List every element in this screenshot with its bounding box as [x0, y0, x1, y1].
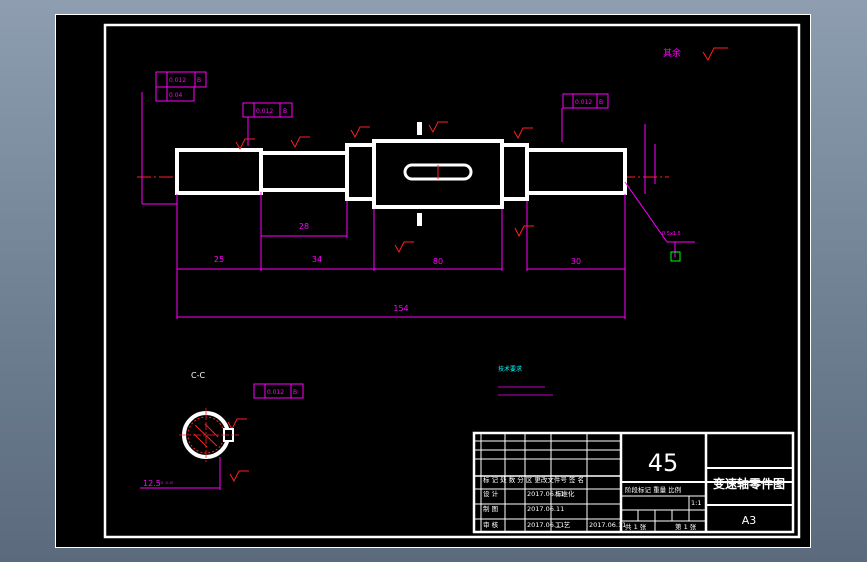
material-value: 45 — [648, 449, 679, 477]
dim-25: 25 — [214, 255, 224, 264]
shaft-body — [175, 139, 627, 209]
section-mark-bottom — [417, 213, 422, 226]
tol-12-5: 0 -0.10 — [161, 481, 173, 485]
tol-3-value: 0.012 — [256, 108, 273, 115]
drawing-canvas: 25 28 34 80 30 154 12.5 0 -0.10 0.5x1.5 … — [55, 14, 811, 548]
outer-border — [55, 14, 811, 548]
tol-3-datum: B — [283, 108, 287, 115]
shaft-step-2 — [259, 151, 349, 192]
shaft-step-3 — [345, 143, 376, 201]
tb-row-header: 标 记 处 数 分 区 更改文件号 签 名 — [483, 475, 584, 484]
tb-sheet-no: 第 1 张 — [675, 522, 697, 531]
tol-5-value: 0.012 — [267, 389, 284, 396]
datum-box — [670, 251, 681, 262]
tb-stage-labels: 阶段标记 重量 比例 — [625, 485, 681, 494]
dim-34: 34 — [312, 255, 322, 264]
dim-80: 80 — [433, 257, 443, 266]
tb-check-date: 2017.06.11 — [527, 521, 564, 529]
tb-check-label: 审 核 — [483, 520, 499, 529]
tb-design-label: 设 计 — [483, 489, 499, 498]
tol-2-value: 0.04 — [169, 92, 183, 99]
dimension-lines — [141, 92, 695, 319]
tb-sheet-count: 共 1 张 — [625, 522, 647, 531]
tol-1-value: 0.012 — [169, 77, 186, 84]
tb-drawing-label: 制 图 — [483, 504, 498, 513]
section-view — [140, 408, 239, 490]
tb-approve-date: 2017.06.11 — [589, 521, 626, 529]
part-name: 变速轴零件图 — [713, 476, 785, 491]
tb-approve-label: 工 艺 — [555, 521, 571, 529]
dim-12-5: 12.5 — [143, 479, 161, 488]
tol-4-value: 0.012 — [575, 99, 592, 106]
tol-4-datum: B — [599, 99, 603, 106]
dim-30: 30 — [571, 257, 581, 266]
dim-154: 154 — [393, 304, 408, 313]
shaft-step-1 — [175, 148, 263, 195]
tb-design-std: 标准化 — [555, 489, 575, 498]
chamfer-note: 0.5x1.5 — [662, 231, 681, 237]
section-label: C-C — [191, 371, 205, 380]
roughness-note: 其余 — [663, 47, 681, 59]
tol-5-datum: B — [293, 389, 297, 396]
roughness-symbols — [227, 47, 728, 483]
shaft-step-5 — [500, 143, 529, 201]
tolerance-frames — [155, 71, 609, 399]
tb-design-date: 2017.06.11 — [527, 490, 564, 498]
tb-drawing-date: 2017.06.11 — [527, 505, 564, 513]
section-mark-top — [417, 122, 422, 135]
shaft-step-6 — [525, 148, 627, 195]
title-block — [472, 431, 795, 534]
tb-scale: 1:1 — [691, 499, 701, 507]
tech-req-title: 技术要求 — [498, 365, 522, 373]
dim-28: 28 — [299, 222, 309, 231]
sheet-size: A3 — [742, 514, 757, 527]
cad-viewport[interactable]: 25 28 34 80 30 154 12.5 0 -0.10 0.5x1.5 … — [55, 14, 811, 548]
drawing-frame — [103, 23, 801, 539]
tol-1-datum: B — [197, 77, 201, 84]
